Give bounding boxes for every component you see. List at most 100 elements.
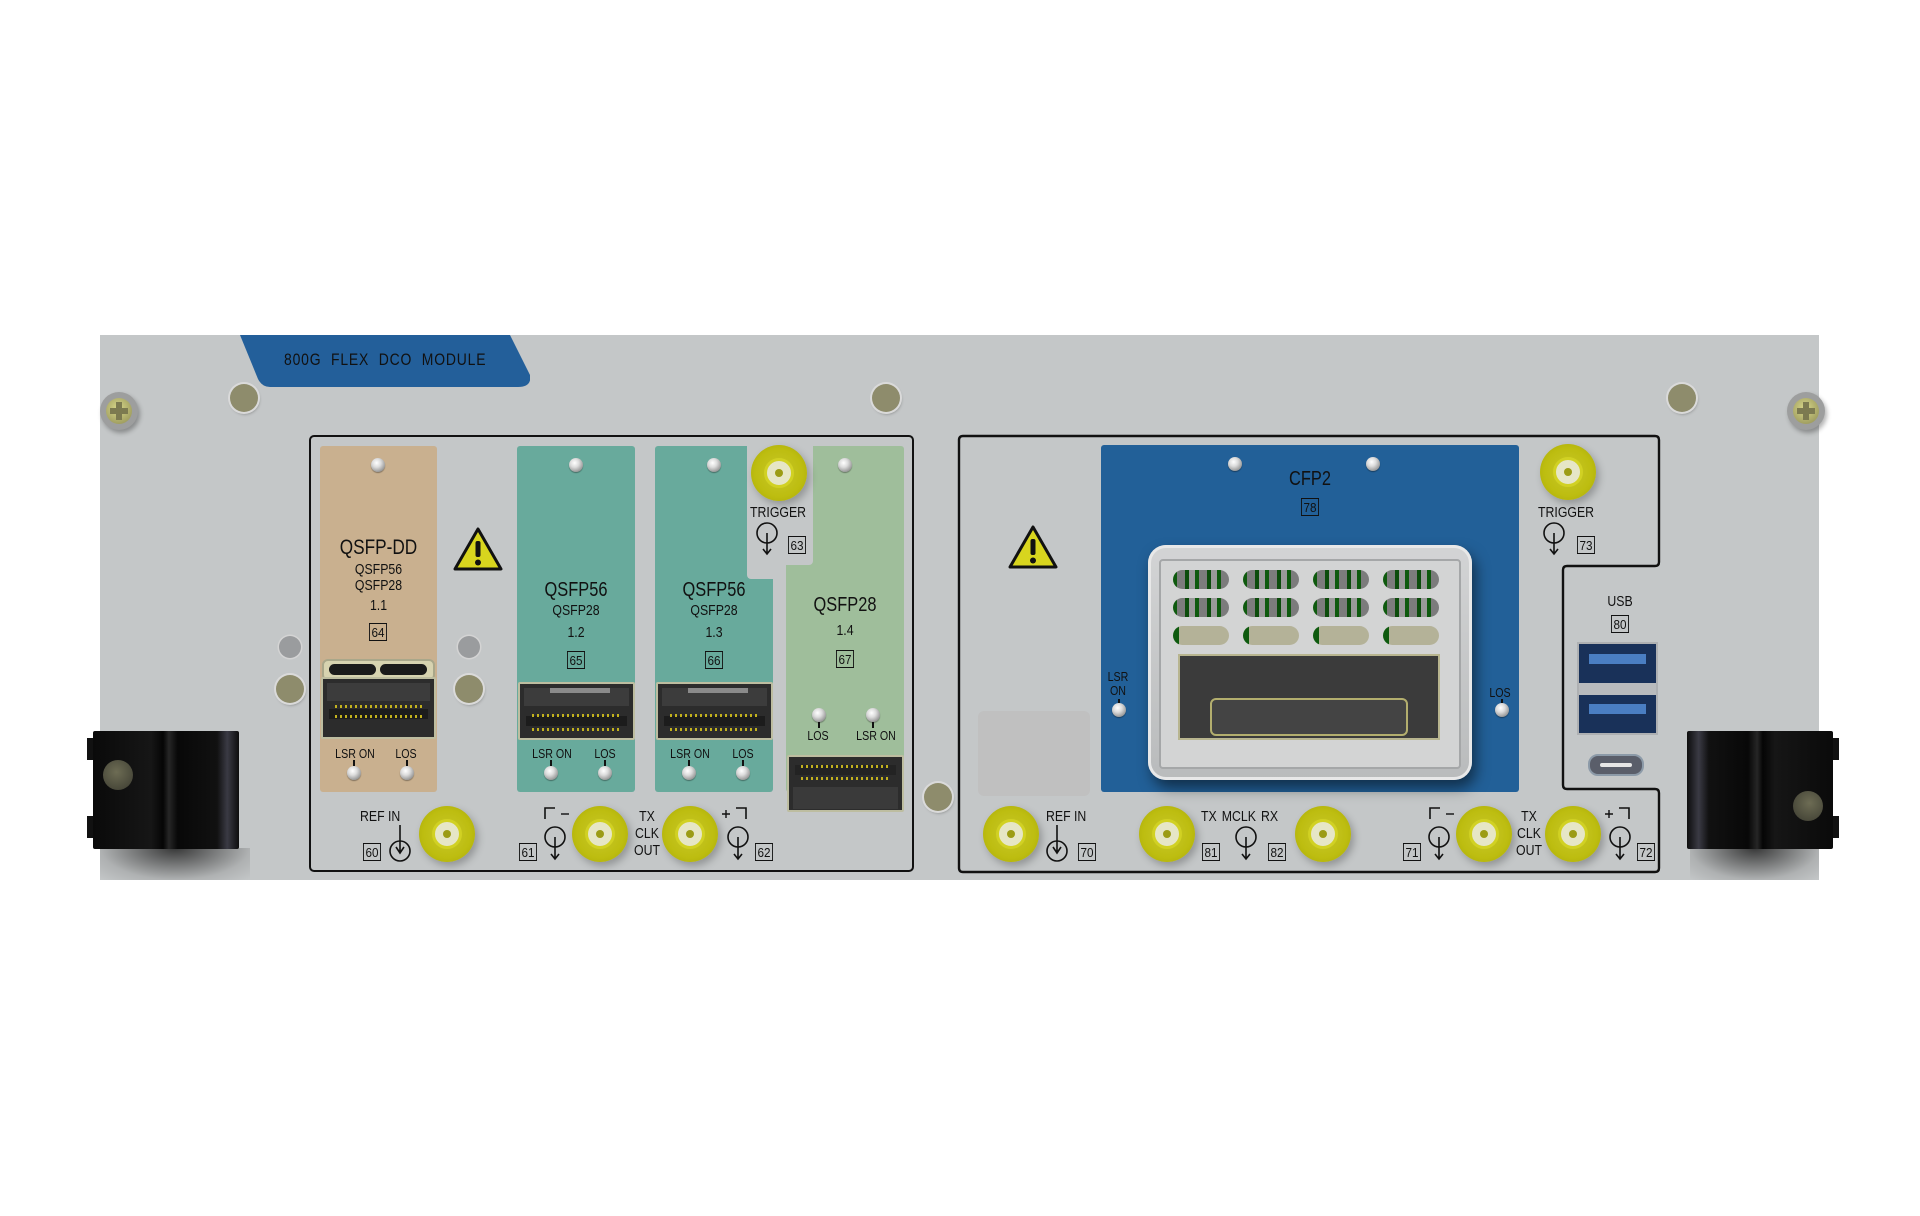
los-led bbox=[598, 766, 612, 780]
tx-clk-out-label: TX CLK OUT bbox=[634, 808, 660, 859]
screw bbox=[455, 675, 483, 703]
module-title: 800G FLEX DCO MODULE bbox=[284, 350, 487, 369]
screw bbox=[276, 675, 304, 703]
port-subtitle: QSFP56 bbox=[354, 561, 403, 578]
tx-clk-out-plus-connector[interactable] bbox=[662, 806, 718, 862]
led-label: LOS bbox=[594, 746, 616, 761]
trigger-label: TRIGGER bbox=[1538, 504, 1595, 521]
signal-output-icon bbox=[544, 826, 566, 861]
panel-screw-left bbox=[100, 392, 138, 430]
blank-label-area bbox=[978, 711, 1090, 796]
signal-output-icon bbox=[756, 522, 778, 556]
qsfp28-port[interactable] bbox=[787, 755, 904, 812]
cfp2-cage bbox=[1148, 545, 1472, 780]
rx-mclk-connector[interactable] bbox=[1295, 806, 1351, 862]
right-handle[interactable] bbox=[1687, 731, 1833, 849]
screw bbox=[279, 636, 301, 658]
port-title: QSFP-DD bbox=[339, 536, 418, 559]
port-title: QSFP56 bbox=[544, 579, 608, 601]
ref-in-label: REF IN bbox=[1046, 808, 1087, 825]
tx-mclk-connector[interactable] bbox=[1139, 806, 1195, 862]
tx-clk-out-minus-connector[interactable] bbox=[572, 806, 628, 862]
warning-triangle-icon bbox=[1008, 525, 1058, 569]
port-number: 62 bbox=[755, 843, 773, 861]
qsfp56-port[interactable] bbox=[656, 682, 773, 740]
signal-output-icon bbox=[1235, 826, 1257, 861]
bracket-plus-icon bbox=[722, 807, 747, 819]
handle-tab bbox=[87, 816, 93, 838]
left-port-section bbox=[309, 435, 914, 872]
led-label: LSR ON bbox=[670, 746, 710, 761]
ref-in-label: REF IN bbox=[360, 808, 401, 825]
right-port-section bbox=[957, 434, 1661, 874]
tx-clk-out-minus-connector-right[interactable] bbox=[1456, 806, 1512, 862]
signal-output-icon bbox=[1428, 826, 1450, 861]
lsr-on-led bbox=[682, 766, 696, 780]
port-slot: 1.4 bbox=[836, 622, 854, 639]
los-led bbox=[1495, 703, 1509, 717]
port-number: 80 bbox=[1611, 615, 1629, 633]
led-label: LSR ON bbox=[532, 746, 572, 761]
qsfp-dd-port[interactable] bbox=[321, 677, 436, 739]
handle-shadow bbox=[1690, 848, 1819, 880]
handle-shadow bbox=[100, 848, 250, 880]
indicator-led bbox=[371, 458, 385, 472]
port-number: 82 bbox=[1268, 843, 1286, 861]
indicator-led bbox=[1228, 457, 1242, 471]
port-title: QSFP56 bbox=[682, 579, 746, 601]
led-label: LSR ON bbox=[856, 728, 896, 743]
tx-clk-out-plus-connector-right[interactable] bbox=[1545, 806, 1601, 862]
handle-tab bbox=[1833, 738, 1839, 760]
port-number: 70 bbox=[1078, 843, 1096, 861]
port-number: 71 bbox=[1403, 843, 1421, 861]
lsr-on-led bbox=[1112, 703, 1126, 717]
tx-clk-out-label: TX CLK OUT bbox=[1516, 808, 1542, 859]
usb-a-ports[interactable] bbox=[1577, 642, 1658, 735]
tx-mclk-rx-label: TX MCLK RX bbox=[1201, 808, 1279, 825]
signal-input-icon bbox=[1046, 825, 1068, 862]
panel-screw-right bbox=[1787, 392, 1825, 430]
port-module-qsfp56-1-2: QSFP56 QSFP28 1.2 65 LSR ON LOS bbox=[517, 446, 635, 792]
los-led bbox=[400, 766, 414, 780]
port-subtitle: QSFP28 bbox=[552, 602, 600, 619]
port-number: 65 bbox=[567, 651, 585, 669]
screw bbox=[458, 636, 480, 658]
trigger-label: TRIGGER bbox=[750, 504, 807, 521]
handle-screw-icon bbox=[1793, 791, 1823, 821]
trigger-connector-left[interactable] bbox=[751, 445, 807, 501]
led-label: LOS bbox=[807, 728, 829, 743]
port-number: 64 bbox=[369, 623, 387, 641]
signal-output-icon bbox=[1543, 522, 1565, 556]
left-handle[interactable] bbox=[93, 731, 239, 849]
usb-c-port[interactable] bbox=[1588, 754, 1644, 776]
ref-in-connector-right[interactable] bbox=[983, 806, 1039, 862]
warning-triangle-icon bbox=[453, 527, 503, 571]
port-subtitle: QSFP28 bbox=[354, 577, 403, 594]
screw bbox=[1668, 384, 1696, 412]
module-title-banner bbox=[240, 335, 530, 387]
port-number: 63 bbox=[788, 536, 806, 554]
port-slot: 1.3 bbox=[705, 624, 723, 641]
lsr-on-led bbox=[347, 766, 361, 780]
lsr-on-led bbox=[866, 708, 880, 722]
port-title: QSFP28 bbox=[813, 594, 877, 616]
usb-label: USB bbox=[1607, 593, 1633, 610]
trigger-connector-right[interactable] bbox=[1540, 444, 1596, 500]
led-label: LOS bbox=[1489, 685, 1511, 700]
port-number: 60 bbox=[363, 843, 381, 861]
qsfp56-port[interactable] bbox=[518, 682, 635, 740]
signal-output-icon bbox=[1609, 826, 1631, 861]
signal-input-icon bbox=[389, 825, 411, 862]
port-module-qsfp-dd: QSFP-DD QSFP56 QSFP28 1.1 64 LSR ON LOS bbox=[320, 446, 437, 792]
port-number: 73 bbox=[1577, 536, 1595, 554]
lsr-on-led bbox=[544, 766, 558, 780]
screw bbox=[924, 783, 952, 811]
ref-in-connector-left[interactable] bbox=[419, 806, 475, 862]
cfp2-port[interactable] bbox=[1178, 654, 1440, 740]
port-number: 72 bbox=[1637, 843, 1655, 861]
port-number: 66 bbox=[705, 651, 723, 669]
bracket-plus-icon bbox=[1605, 807, 1630, 819]
port-number: 78 bbox=[1301, 498, 1319, 516]
signal-output-icon bbox=[727, 826, 749, 861]
indicator-led bbox=[1366, 457, 1380, 471]
